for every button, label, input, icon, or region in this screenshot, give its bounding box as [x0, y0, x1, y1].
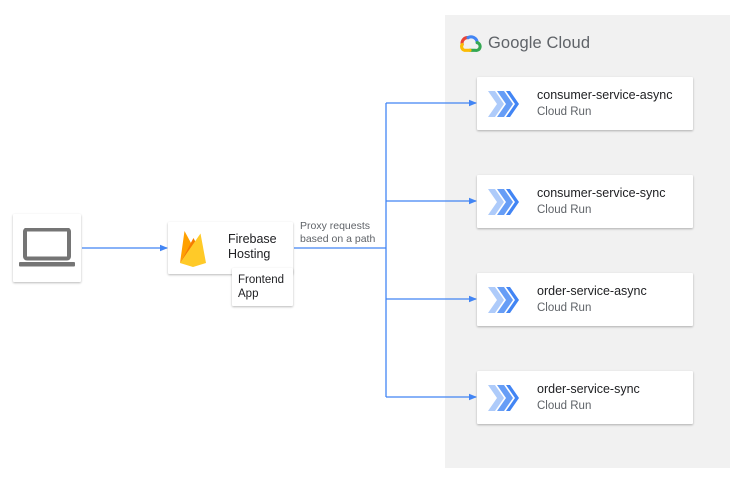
- cloud-run-icon: [488, 385, 519, 411]
- frontend-app-label: Frontend App: [238, 274, 285, 300]
- service-type: Cloud Run: [537, 302, 592, 314]
- service-type: Cloud Run: [537, 400, 592, 412]
- firebase-hosting-label: Firebase Hosting: [228, 232, 277, 261]
- google-cloud-icon: [460, 35, 482, 52]
- google-cloud-wordmark: Google Cloud: [488, 33, 591, 52]
- service-card-order-service-sync[interactable]: order-service-sync Cloud Run: [477, 371, 693, 424]
- service-type: Cloud Run: [537, 204, 592, 216]
- service-card-consumer-service-async[interactable]: consumer-service-async Cloud Run: [477, 77, 693, 130]
- google-cloud-logo: Google Cloud: [458, 32, 590, 54]
- service-name: order-service-async: [537, 284, 647, 298]
- service-type: Cloud Run: [537, 106, 592, 118]
- firebase-icon: [180, 231, 206, 267]
- cloud-run-icon: [488, 287, 519, 313]
- frontend-app-node[interactable]: Frontend App: [232, 268, 293, 306]
- proxy-requests-label: Proxy requests based on a path: [300, 220, 376, 245]
- service-card-order-service-async[interactable]: order-service-async Cloud Run: [477, 273, 693, 326]
- service-card-consumer-service-sync[interactable]: consumer-service-sync Cloud Run: [477, 175, 693, 228]
- service-name: order-service-sync: [537, 382, 640, 396]
- firebase-hosting-node[interactable]: Firebase Hosting: [168, 222, 293, 274]
- laptop-icon: [19, 228, 75, 267]
- service-name: consumer-service-sync: [537, 186, 666, 200]
- service-name: consumer-service-async: [537, 88, 673, 102]
- cloud-run-icon: [488, 189, 519, 215]
- client-laptop-node[interactable]: [13, 214, 81, 282]
- cloud-run-icon: [488, 91, 519, 117]
